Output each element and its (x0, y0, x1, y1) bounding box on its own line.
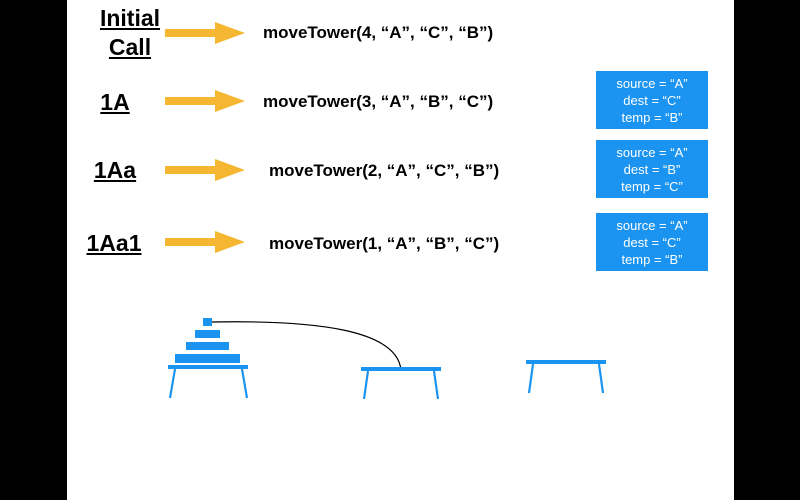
variable-box: source = “A” dest = “C” temp = “B” (596, 213, 708, 271)
row-label-1a: 1A (100, 89, 130, 115)
slide: Initial Call moveTower(4, “A”, “C”, “B”)… (67, 0, 734, 500)
row-label-line2: Call (108, 34, 152, 60)
dest-value: dest = “C” (623, 234, 681, 250)
temp-value: temp = “C” (621, 178, 683, 194)
row-label-1aa: 1Aa (93, 157, 137, 183)
call-text: moveTower(2, “A”, “C”, “B”) (269, 161, 500, 180)
temp-value: temp = “B” (621, 109, 683, 125)
peg-b (361, 367, 441, 400)
row-label-line1: Initial (99, 5, 161, 31)
dest-value: dest = “B” (623, 161, 681, 177)
temp-value: temp = “B” (621, 251, 683, 267)
tower-diagram (168, 318, 606, 400)
arrow-icon (165, 231, 245, 253)
source-value: source = “A” (616, 75, 688, 91)
variable-box: source = “A” dest = “B” temp = “C” (596, 140, 708, 198)
disk-1 (203, 318, 212, 326)
arrow-icon (165, 90, 245, 112)
disk-3 (186, 342, 229, 350)
move-path (211, 321, 402, 371)
disk-stack (175, 318, 240, 363)
source-value: source = “A” (616, 144, 688, 160)
row-label-1aa1: 1Aa1 (86, 230, 142, 256)
peg-a (168, 365, 249, 399)
call-text: moveTower(1, “A”, “B”, “C”) (269, 234, 500, 253)
call-text: moveTower(3, “A”, “B”, “C”) (263, 92, 494, 111)
disk-4 (175, 354, 240, 363)
disk-2 (195, 330, 220, 338)
row-label-initial-call: Initial Call (75, 4, 185, 62)
dest-value: dest = “C” (623, 92, 681, 108)
arrow-icon (165, 159, 245, 181)
source-value: source = “A” (616, 217, 688, 233)
arrow-icon (165, 22, 245, 44)
call-text: moveTower(4, “A”, “C”, “B”) (263, 23, 494, 42)
peg-c (526, 360, 606, 394)
variable-box: source = “A” dest = “C” temp = “B” (596, 71, 708, 129)
